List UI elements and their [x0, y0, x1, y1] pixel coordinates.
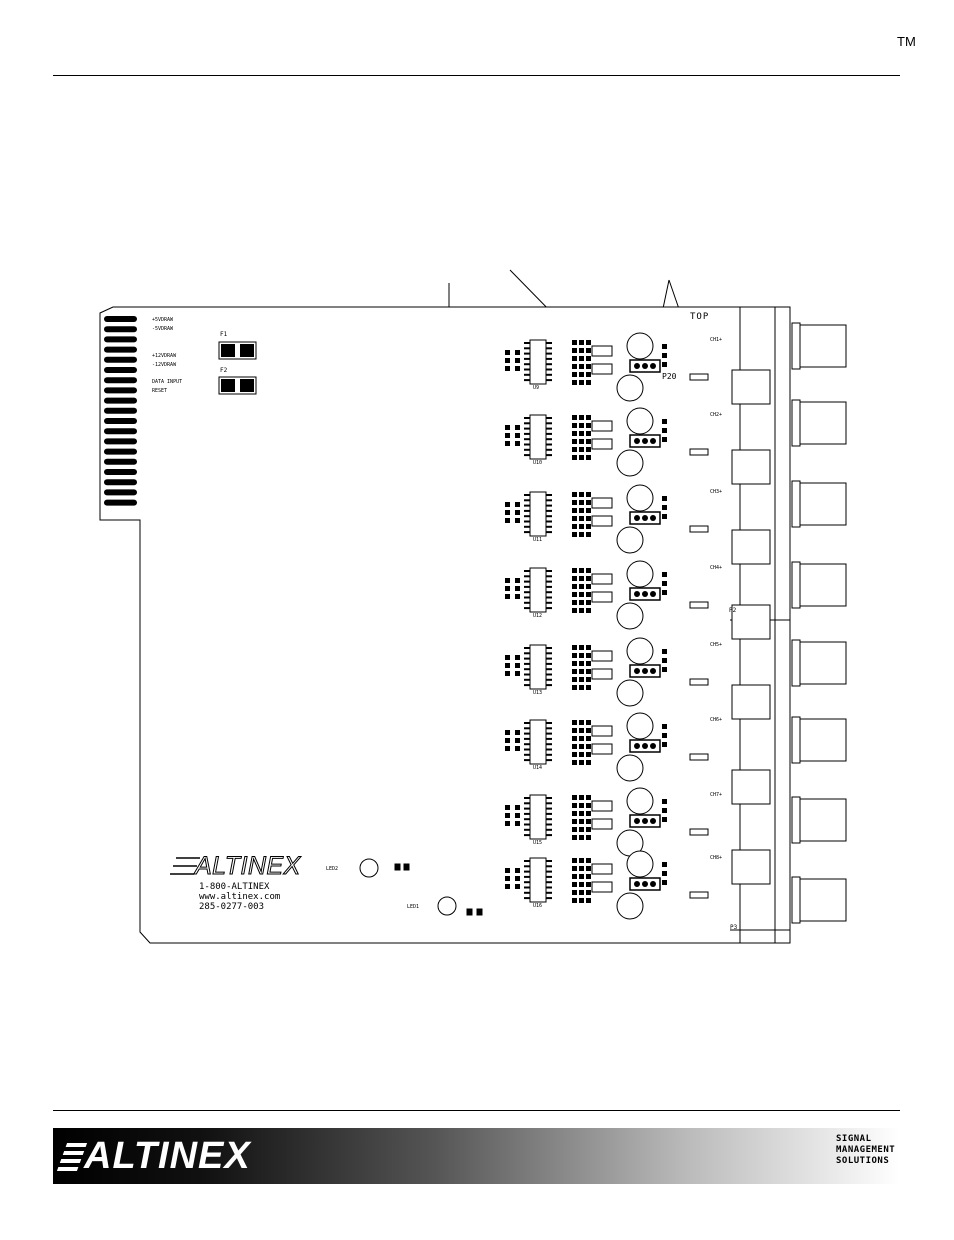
- edge-finger: [104, 428, 137, 435]
- channel-row: [505, 787, 709, 857]
- channel-rows: [505, 332, 709, 920]
- edge-finger: [104, 469, 137, 475]
- ic-label: U14: [533, 765, 543, 771]
- ic-label: U9: [533, 385, 540, 391]
- edge-finger: [104, 448, 137, 455]
- edge-finger: [104, 489, 137, 496]
- board-phone: 1-800-ALTINEX: [199, 882, 270, 892]
- edge-label: -5VDRAW: [152, 326, 174, 332]
- channel-row: [505, 407, 709, 477]
- bnc-footprint: [731, 449, 771, 485]
- bnc-footprint: [731, 849, 771, 885]
- board-part-number: 285-0277-003: [199, 902, 265, 912]
- edge-label: DATA INPUT: [152, 379, 183, 385]
- led1-component: [437, 896, 483, 916]
- channel-label: CH5+: [710, 642, 723, 648]
- trademark-mark: TM: [897, 34, 916, 49]
- channel-label: CH3+: [710, 489, 723, 495]
- bnc-footprint: [731, 604, 771, 640]
- ic-label: U13: [533, 690, 543, 696]
- logo-bars-icon: [56, 1143, 88, 1171]
- p20-label: P20: [662, 372, 677, 381]
- edge-finger: [104, 356, 137, 363]
- channel-row: [505, 332, 709, 402]
- channel-label: CH2+: [710, 412, 723, 418]
- bnc-footprint: [731, 684, 771, 720]
- fuse-f2: [218, 376, 257, 395]
- ic-label: U10: [533, 460, 543, 466]
- p2-label: P2: [729, 607, 737, 614]
- edge-finger: [104, 458, 137, 465]
- edge-finger: [104, 316, 137, 322]
- channel-row: [505, 637, 709, 707]
- bnc-connector: [791, 639, 847, 687]
- ic-label: U15: [533, 840, 543, 846]
- bnc-footprint: [731, 769, 771, 805]
- bnc-footprint: [731, 369, 771, 405]
- edge-finger: [104, 397, 137, 404]
- bnc-connectors: [731, 322, 847, 924]
- edge-finger: [104, 326, 137, 333]
- bnc-connector: [791, 561, 847, 609]
- board-web: www.altinex.com: [199, 892, 281, 902]
- signal-management-badge: SIGNAL MANAGEMENT SOLUTIONS: [836, 1134, 896, 1166]
- bnc-footprint: [731, 529, 771, 565]
- bnc-connector: [791, 876, 847, 924]
- channel-row: [505, 484, 709, 554]
- edge-finger: [104, 438, 137, 445]
- edge-finger: [104, 367, 137, 373]
- board-logo-bars: [170, 857, 200, 875]
- edge-finger: [104, 418, 137, 424]
- bnc-connector: [791, 399, 847, 447]
- bnc-connector: [791, 480, 847, 528]
- edge-finger: [104, 479, 137, 486]
- channel-label: CH4+: [710, 565, 723, 571]
- edge-finger: [104, 336, 137, 343]
- bnc-connector: [791, 796, 847, 844]
- channel-label: CH1+: [710, 337, 723, 343]
- board-top-label: TOP: [690, 312, 710, 322]
- channel-label: CH8+: [710, 855, 723, 861]
- led2-component: [359, 858, 410, 878]
- footer-logo: ALTINEX: [56, 1135, 251, 1178]
- channel-row: [505, 850, 709, 920]
- led2-label: LED2: [326, 866, 339, 872]
- edge-finger: [104, 499, 137, 506]
- board-logo: ALTINEX: [195, 852, 301, 881]
- p3-label: P3: [730, 924, 738, 931]
- edge-label: +5VDRAW: [152, 317, 174, 323]
- edge-finger: [104, 346, 137, 353]
- edge-connector: [104, 316, 137, 506]
- ic-label: U12: [533, 613, 543, 619]
- channel-row: [505, 560, 709, 630]
- bnc-connector: [791, 716, 847, 764]
- ic-label: U11: [533, 537, 543, 543]
- footer-rule: [53, 1110, 900, 1111]
- fuse-f1-label: F1: [220, 331, 228, 338]
- edge-finger: [104, 387, 137, 394]
- header-rule: [53, 75, 900, 76]
- channel-label: CH6+: [710, 717, 723, 723]
- ic-label: U16: [533, 903, 543, 909]
- fuse-f2-label: F2: [220, 367, 228, 374]
- edge-label: +12VDRAW: [152, 353, 177, 359]
- edge-finger: [104, 407, 137, 414]
- fuse-f1: [218, 341, 257, 360]
- bnc-connector: [791, 322, 847, 370]
- footer-banner: [53, 1128, 900, 1184]
- channel-row: [505, 712, 709, 782]
- board-outline: [99, 306, 791, 944]
- edge-finger: [104, 377, 137, 384]
- edge-label: RESET: [152, 388, 168, 394]
- edge-label: -12VDRAW: [152, 362, 177, 368]
- channel-label: CH7+: [710, 792, 723, 798]
- led1-label: LED1: [407, 904, 420, 910]
